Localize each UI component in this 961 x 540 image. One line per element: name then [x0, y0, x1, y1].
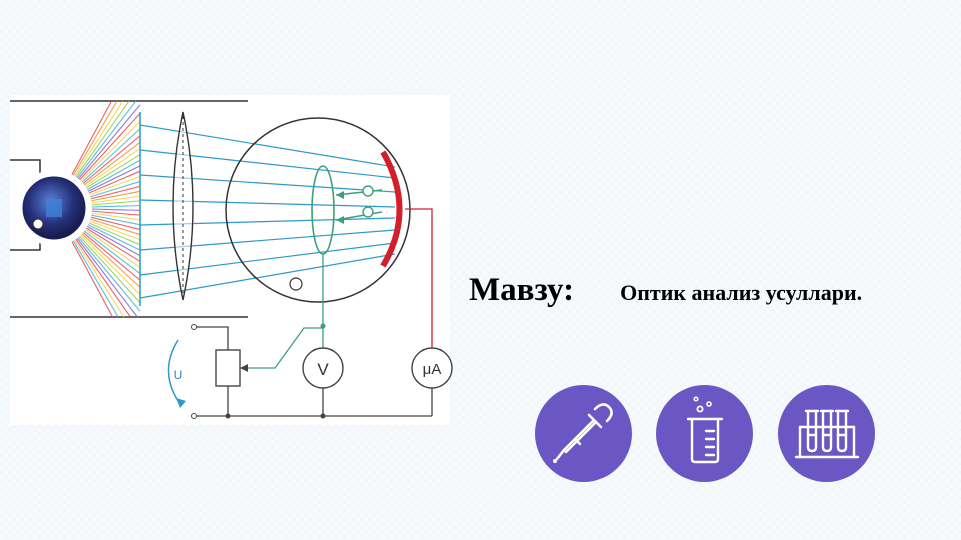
test-tubes-icon-circle [778, 385, 875, 482]
photoelectric-diagram: V μA U [10, 95, 453, 425]
test-tubes-icon [794, 409, 860, 459]
voltage-arrow: U [167, 339, 186, 408]
potentiometer [215, 349, 241, 387]
beaker-icon-circle [656, 385, 753, 482]
title-topic: Оптик анализ усуллари. [620, 280, 863, 305]
microammeter: μA [411, 347, 453, 389]
voltmeter: V [302, 347, 344, 389]
cathode-wire [405, 208, 433, 350]
voltmeter-label: V [317, 360, 329, 379]
voltage-label: U [174, 368, 183, 382]
pipette-icon-circle [535, 385, 632, 482]
beaker-icon [686, 396, 724, 464]
circuit-wires [246, 254, 324, 369]
title-label: Мавзу: [469, 272, 575, 308]
microammeter-label: μA [423, 361, 442, 378]
light-source [16, 170, 92, 246]
electron-paths [335, 185, 383, 221]
cathode [380, 150, 403, 268]
photocell-bulb [225, 117, 411, 303]
pipette-icon [553, 403, 613, 463]
slide-title: Мавзу: Оптик анализ усуллари. [469, 272, 862, 309]
